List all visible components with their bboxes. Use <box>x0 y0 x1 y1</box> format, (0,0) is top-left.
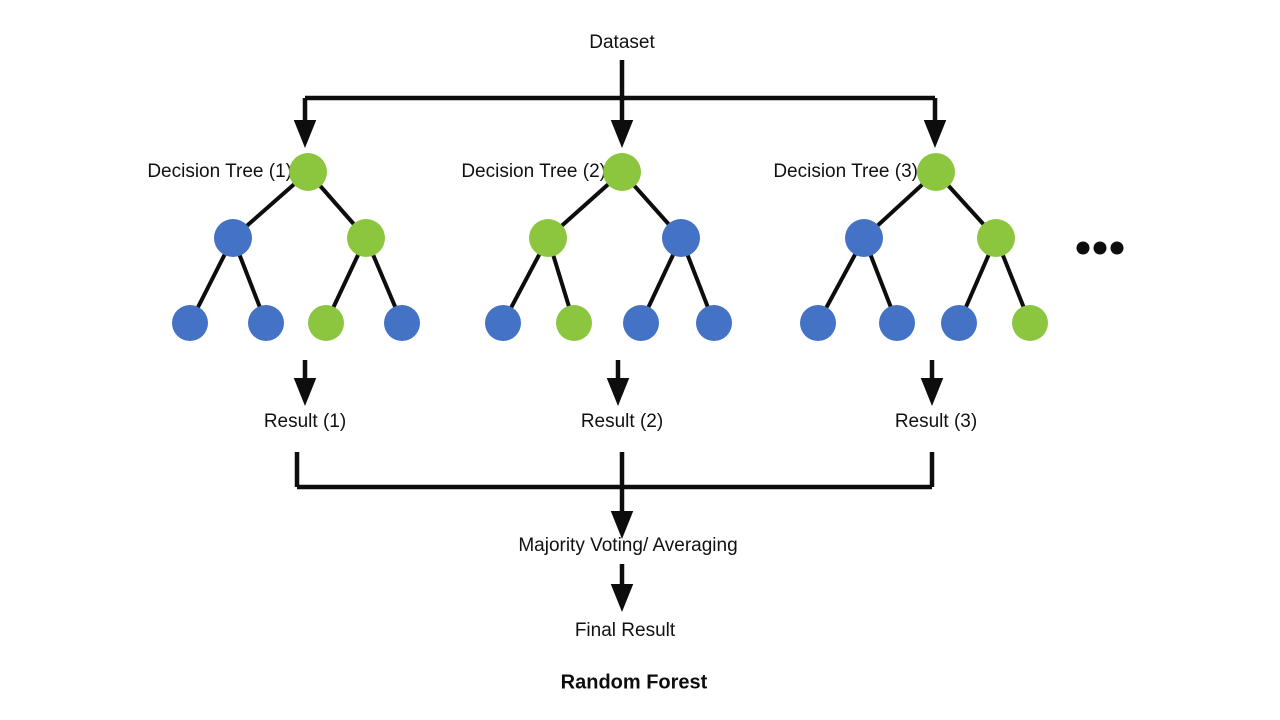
dataset-label: Dataset <box>589 32 655 53</box>
result-3-label: Result (3) <box>895 411 977 432</box>
tree-1-leaf-node-4 <box>384 305 420 341</box>
tree-2-root-node <box>603 153 641 191</box>
decision-tree-2-label: Decision Tree (2) <box>461 161 606 182</box>
tree-2-level1-node-2 <box>662 219 700 257</box>
tree-3-level1-node-2 <box>977 219 1015 257</box>
tree-1-root-node <box>289 153 327 191</box>
tree-3-root-node <box>917 153 955 191</box>
tree-1-leaf-node-2 <box>248 305 284 341</box>
tree-1-leaf-node-3 <box>308 305 344 341</box>
tree-3-leaf-node-1 <box>800 305 836 341</box>
decision-tree-3: Decision Tree (3) Result (3) <box>773 153 1048 432</box>
aggregation-label: Majority Voting/ Averaging <box>518 535 737 556</box>
tree-2-level1-node-1 <box>529 219 567 257</box>
more-trees-ellipsis-icon <box>1076 241 1124 255</box>
decision-tree-3-label: Decision Tree (3) <box>773 161 918 182</box>
final-result-label: Final Result <box>575 620 676 641</box>
tree-2-leaf-node-4 <box>696 305 732 341</box>
result-1-label: Result (1) <box>264 411 346 432</box>
tree-1-leaf-node-1 <box>172 305 208 341</box>
tree-3-leaf-node-4 <box>1012 305 1048 341</box>
tree-1-level1-node-2 <box>347 219 385 257</box>
tree-1-level1-node-1 <box>214 219 252 257</box>
tree-2-leaf-node-1 <box>485 305 521 341</box>
tree-3-leaf-node-2 <box>879 305 915 341</box>
results-merge-connector <box>294 452 935 539</box>
tree-3-level1-node-1 <box>845 219 883 257</box>
tree-3-leaf-node-3 <box>941 305 977 341</box>
dataset-split-connector <box>293 60 947 148</box>
decision-tree-2: Decision Tree (2) Result (2) <box>461 153 732 432</box>
tree-2-leaf-node-3 <box>623 305 659 341</box>
tree-2-leaf-node-2 <box>556 305 592 341</box>
decision-tree-1: Decision Tree (1) Result (1) <box>147 153 420 432</box>
result-2-label: Result (2) <box>581 411 663 432</box>
diagram-title: Random Forest <box>561 671 708 693</box>
decision-tree-1-label: Decision Tree (1) <box>147 161 292 182</box>
